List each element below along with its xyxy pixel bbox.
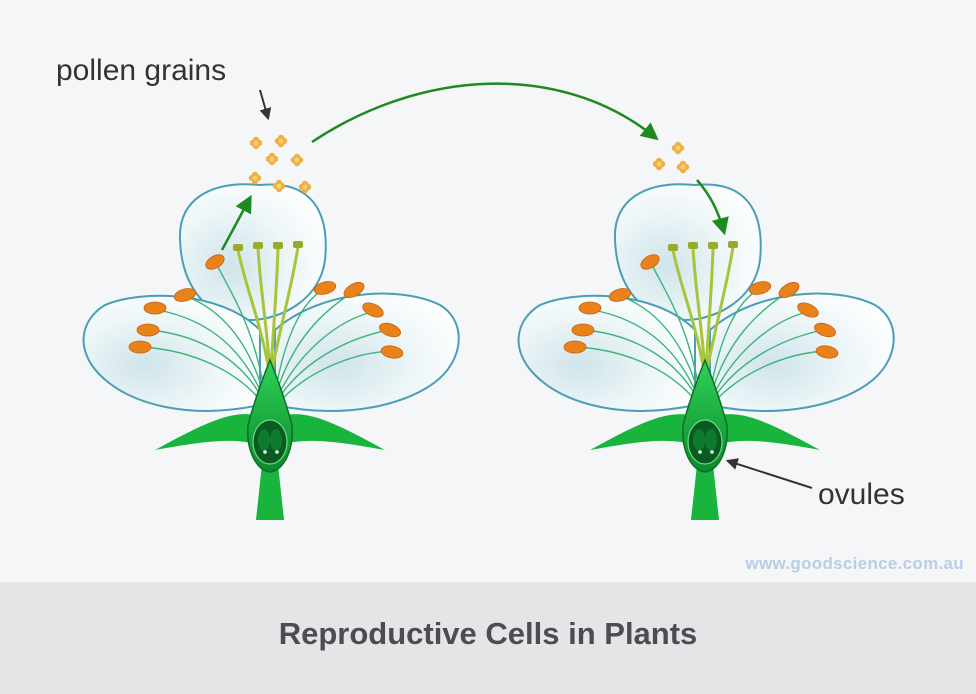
diagram-title: Reproductive Cells in Plants bbox=[278, 616, 698, 651]
flower-left bbox=[82, 182, 461, 522]
arrow-pollen-to-stigma bbox=[696, 179, 729, 236]
pointer-ovules-label bbox=[725, 458, 813, 489]
watermark: www.goodscience.com.au bbox=[745, 554, 964, 573]
ovules-label: ovules bbox=[818, 478, 905, 511]
pointer-pollen-label bbox=[259, 89, 272, 121]
flower-right bbox=[517, 182, 896, 522]
arrow-pollen-transfer bbox=[311, 82, 659, 144]
arrow-anther-to-pollen bbox=[220, 194, 252, 251]
footer-bar: Reproductive Cells in Plants bbox=[0, 582, 976, 694]
pollen-cluster-right bbox=[652, 141, 690, 174]
pollen-grains-label: pollen grains bbox=[56, 54, 227, 87]
